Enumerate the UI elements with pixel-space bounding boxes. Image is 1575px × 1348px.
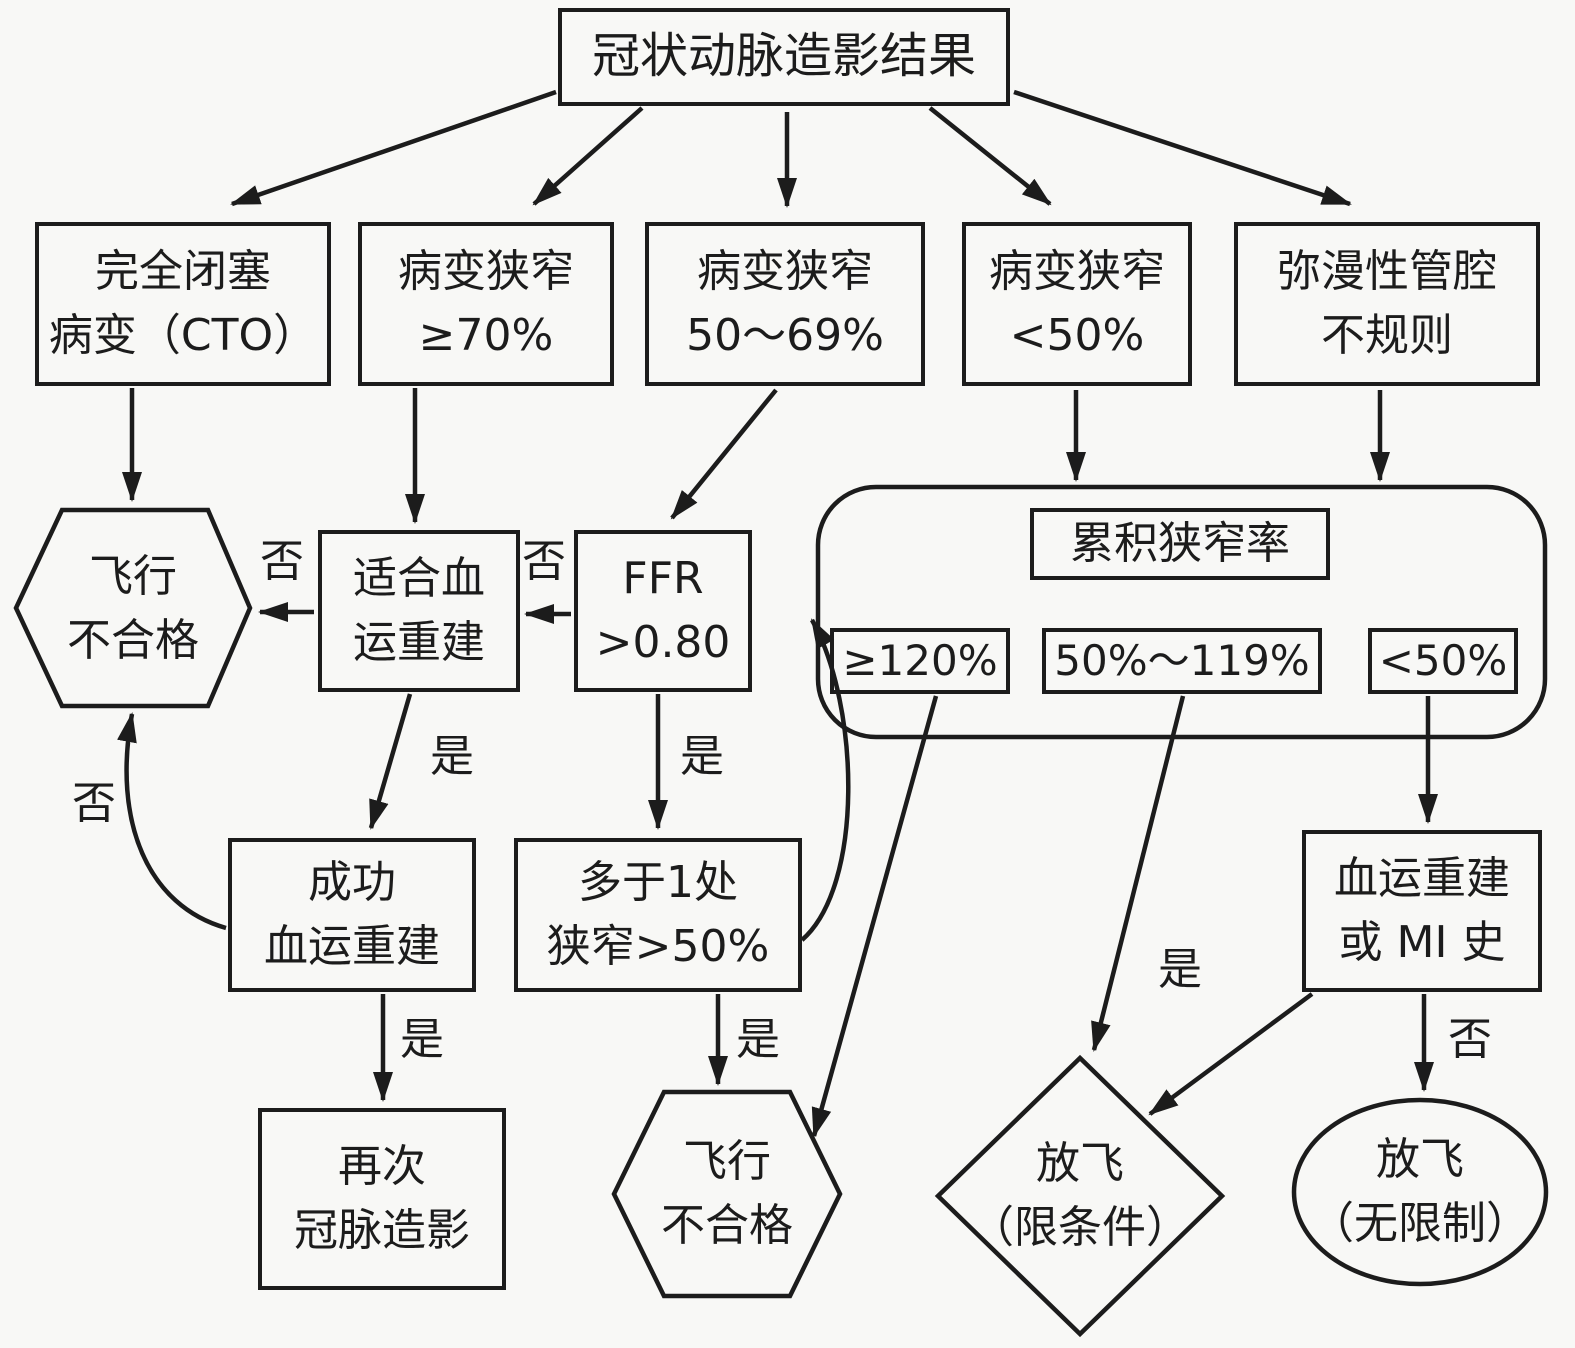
node-stenosis-ge70: 病变狭窄 ≥70%: [358, 222, 614, 386]
node-repeat-angiography: 再次 冠脉造影: [258, 1108, 506, 1290]
arrow-sten5069-to-ffr: [670, 388, 778, 520]
node-suitable-revasc-line2: 运重建: [353, 617, 485, 668]
label-no-ffr-to-suitable: 否: [522, 536, 566, 587]
arrow-title-to-sten70: [532, 106, 644, 206]
unfit-left-hexagon: [13, 507, 253, 709]
node-title: 冠状动脉造影结果: [558, 8, 1010, 106]
node-successful-revasc: 成功 血运重建: [228, 838, 476, 992]
node-ffr-line2: >0.80: [595, 617, 731, 668]
node-revasc-or-mi-line2: 或 MI 史: [1338, 917, 1506, 968]
arrow-title-to-diffuse: [1013, 89, 1352, 207]
node-multi-stenosis: 多于1处 狭窄>50%: [514, 838, 802, 992]
node-cto-line2: 病变（CTO）: [48, 310, 318, 361]
node-revasc-or-mi: 血运重建 或 MI 史: [1302, 830, 1542, 992]
release-limited-diamond: [934, 1054, 1226, 1338]
node-cumulative-50-119-text: 50%～119%: [1054, 635, 1310, 685]
node-unfit-bottom: 飞行 不合格: [628, 1106, 826, 1282]
node-cto: 完全闭塞 病变（CTO）: [35, 222, 331, 386]
node-stenosis-50-69-line2: 50～69%: [686, 310, 884, 361]
node-release-limited-line2: （限条件）: [970, 1202, 1190, 1253]
label-yes-success-to-repeat: 是: [400, 1014, 444, 1065]
node-stenosis-lt50-line1: 病变狭窄: [989, 246, 1165, 298]
node-stenosis-ge70-line1: 病变狭窄: [398, 246, 574, 298]
node-successful-revasc-line1: 成功: [308, 857, 396, 909]
label-yes-ffr-to-multi: 是: [680, 731, 724, 782]
label-no-success-to-unfit: 否: [72, 778, 116, 829]
node-repeat-angiography-line2: 冠脉造影: [294, 1205, 470, 1256]
label-yes-mi-to-release-limited: 是: [1158, 944, 1202, 995]
node-stenosis-50-69: 病变狭窄 50～69%: [645, 222, 925, 386]
node-ffr-line1: FFR: [622, 553, 704, 605]
node-diffuse-lumen-line2: 不规则: [1321, 310, 1453, 361]
node-unfit-left-line2: 不合格: [67, 615, 199, 666]
arrow-title-to-sten50: [928, 106, 1052, 206]
arrow-success-to-unfit-curve: [117, 712, 227, 931]
node-title-text: 冠状动脉造影结果: [591, 28, 976, 85]
label-no-mi-to-release-unlimited: 否: [1448, 1014, 1492, 1065]
label-yes-multi-to-unfit: 是: [736, 1014, 780, 1065]
arrow-multi-to-cumulative-curve: [800, 618, 851, 942]
node-cumulative-lt50: <50%: [1368, 628, 1518, 694]
node-release-unlimited-line1: 放飞: [1376, 1134, 1464, 1186]
node-successful-revasc-line2: 血运重建: [264, 921, 440, 972]
node-unfit-bottom-line1: 飞行: [683, 1136, 771, 1188]
node-stenosis-lt50-line2: <50%: [1009, 310, 1145, 361]
node-revasc-or-mi-line1: 血运重建: [1334, 853, 1510, 905]
node-stenosis-lt50: 病变狭窄 <50%: [962, 222, 1192, 386]
node-cumulative-title: 累积狭窄率: [1030, 508, 1330, 580]
node-multi-stenosis-line2: 狭窄>50%: [546, 921, 770, 972]
node-suitable-revasc-line1: 适合血: [353, 553, 485, 605]
arrow-mid-to-release-limited: [1091, 695, 1186, 1052]
label-no-suitable-to-unfit: 否: [260, 536, 304, 587]
node-cumulative-ge120: ≥120%: [830, 628, 1010, 694]
node-release-limited-line1: 放飞: [1036, 1138, 1124, 1190]
cumulative-group-outline: [815, 484, 1548, 740]
node-diffuse-lumen: 弥漫性管腔 不规则: [1234, 222, 1540, 386]
arrow-suitable-to-success: [368, 693, 413, 830]
node-cto-line1: 完全闭塞: [95, 246, 271, 298]
node-unfit-bottom-line2: 不合格: [661, 1200, 793, 1251]
node-cumulative-title-text: 累积狭窄率: [1070, 518, 1290, 570]
label-yes-suitable-to-success: 是: [430, 731, 474, 782]
node-stenosis-50-69-line1: 病变狭窄: [697, 246, 873, 298]
node-cumulative-50-119: 50%～119%: [1042, 628, 1322, 694]
node-repeat-angiography-line1: 再次: [338, 1141, 426, 1193]
node-unfit-left: 飞行 不合格: [28, 524, 238, 694]
arrow-mi-to-release-limited: [1148, 992, 1314, 1116]
node-release-unlimited: 放飞 （无限制）: [1296, 1106, 1544, 1278]
node-stenosis-ge70-line2: ≥70%: [418, 310, 554, 361]
unfit-bottom-hexagon: [611, 1089, 843, 1299]
arrow-ge120-to-unfit-bottom: [811, 695, 939, 1138]
node-unfit-left-line1: 飞行: [89, 551, 177, 603]
node-release-unlimited-line2: （无限制）: [1310, 1198, 1530, 1249]
node-suitable-revasc: 适合血 运重建: [318, 530, 520, 692]
node-release-limited: 放飞 （限条件）: [950, 1110, 1210, 1282]
arrow-title-to-cto: [230, 89, 557, 207]
node-multi-stenosis-line1: 多于1处: [578, 857, 738, 909]
release-unlimited-ellipse: [1291, 1097, 1549, 1287]
node-cumulative-ge120-text: ≥120%: [842, 635, 998, 685]
node-diffuse-lumen-line1: 弥漫性管腔: [1277, 246, 1497, 298]
node-cumulative-lt50-text: <50%: [1378, 635, 1508, 685]
node-ffr: FFR >0.80: [574, 530, 752, 692]
